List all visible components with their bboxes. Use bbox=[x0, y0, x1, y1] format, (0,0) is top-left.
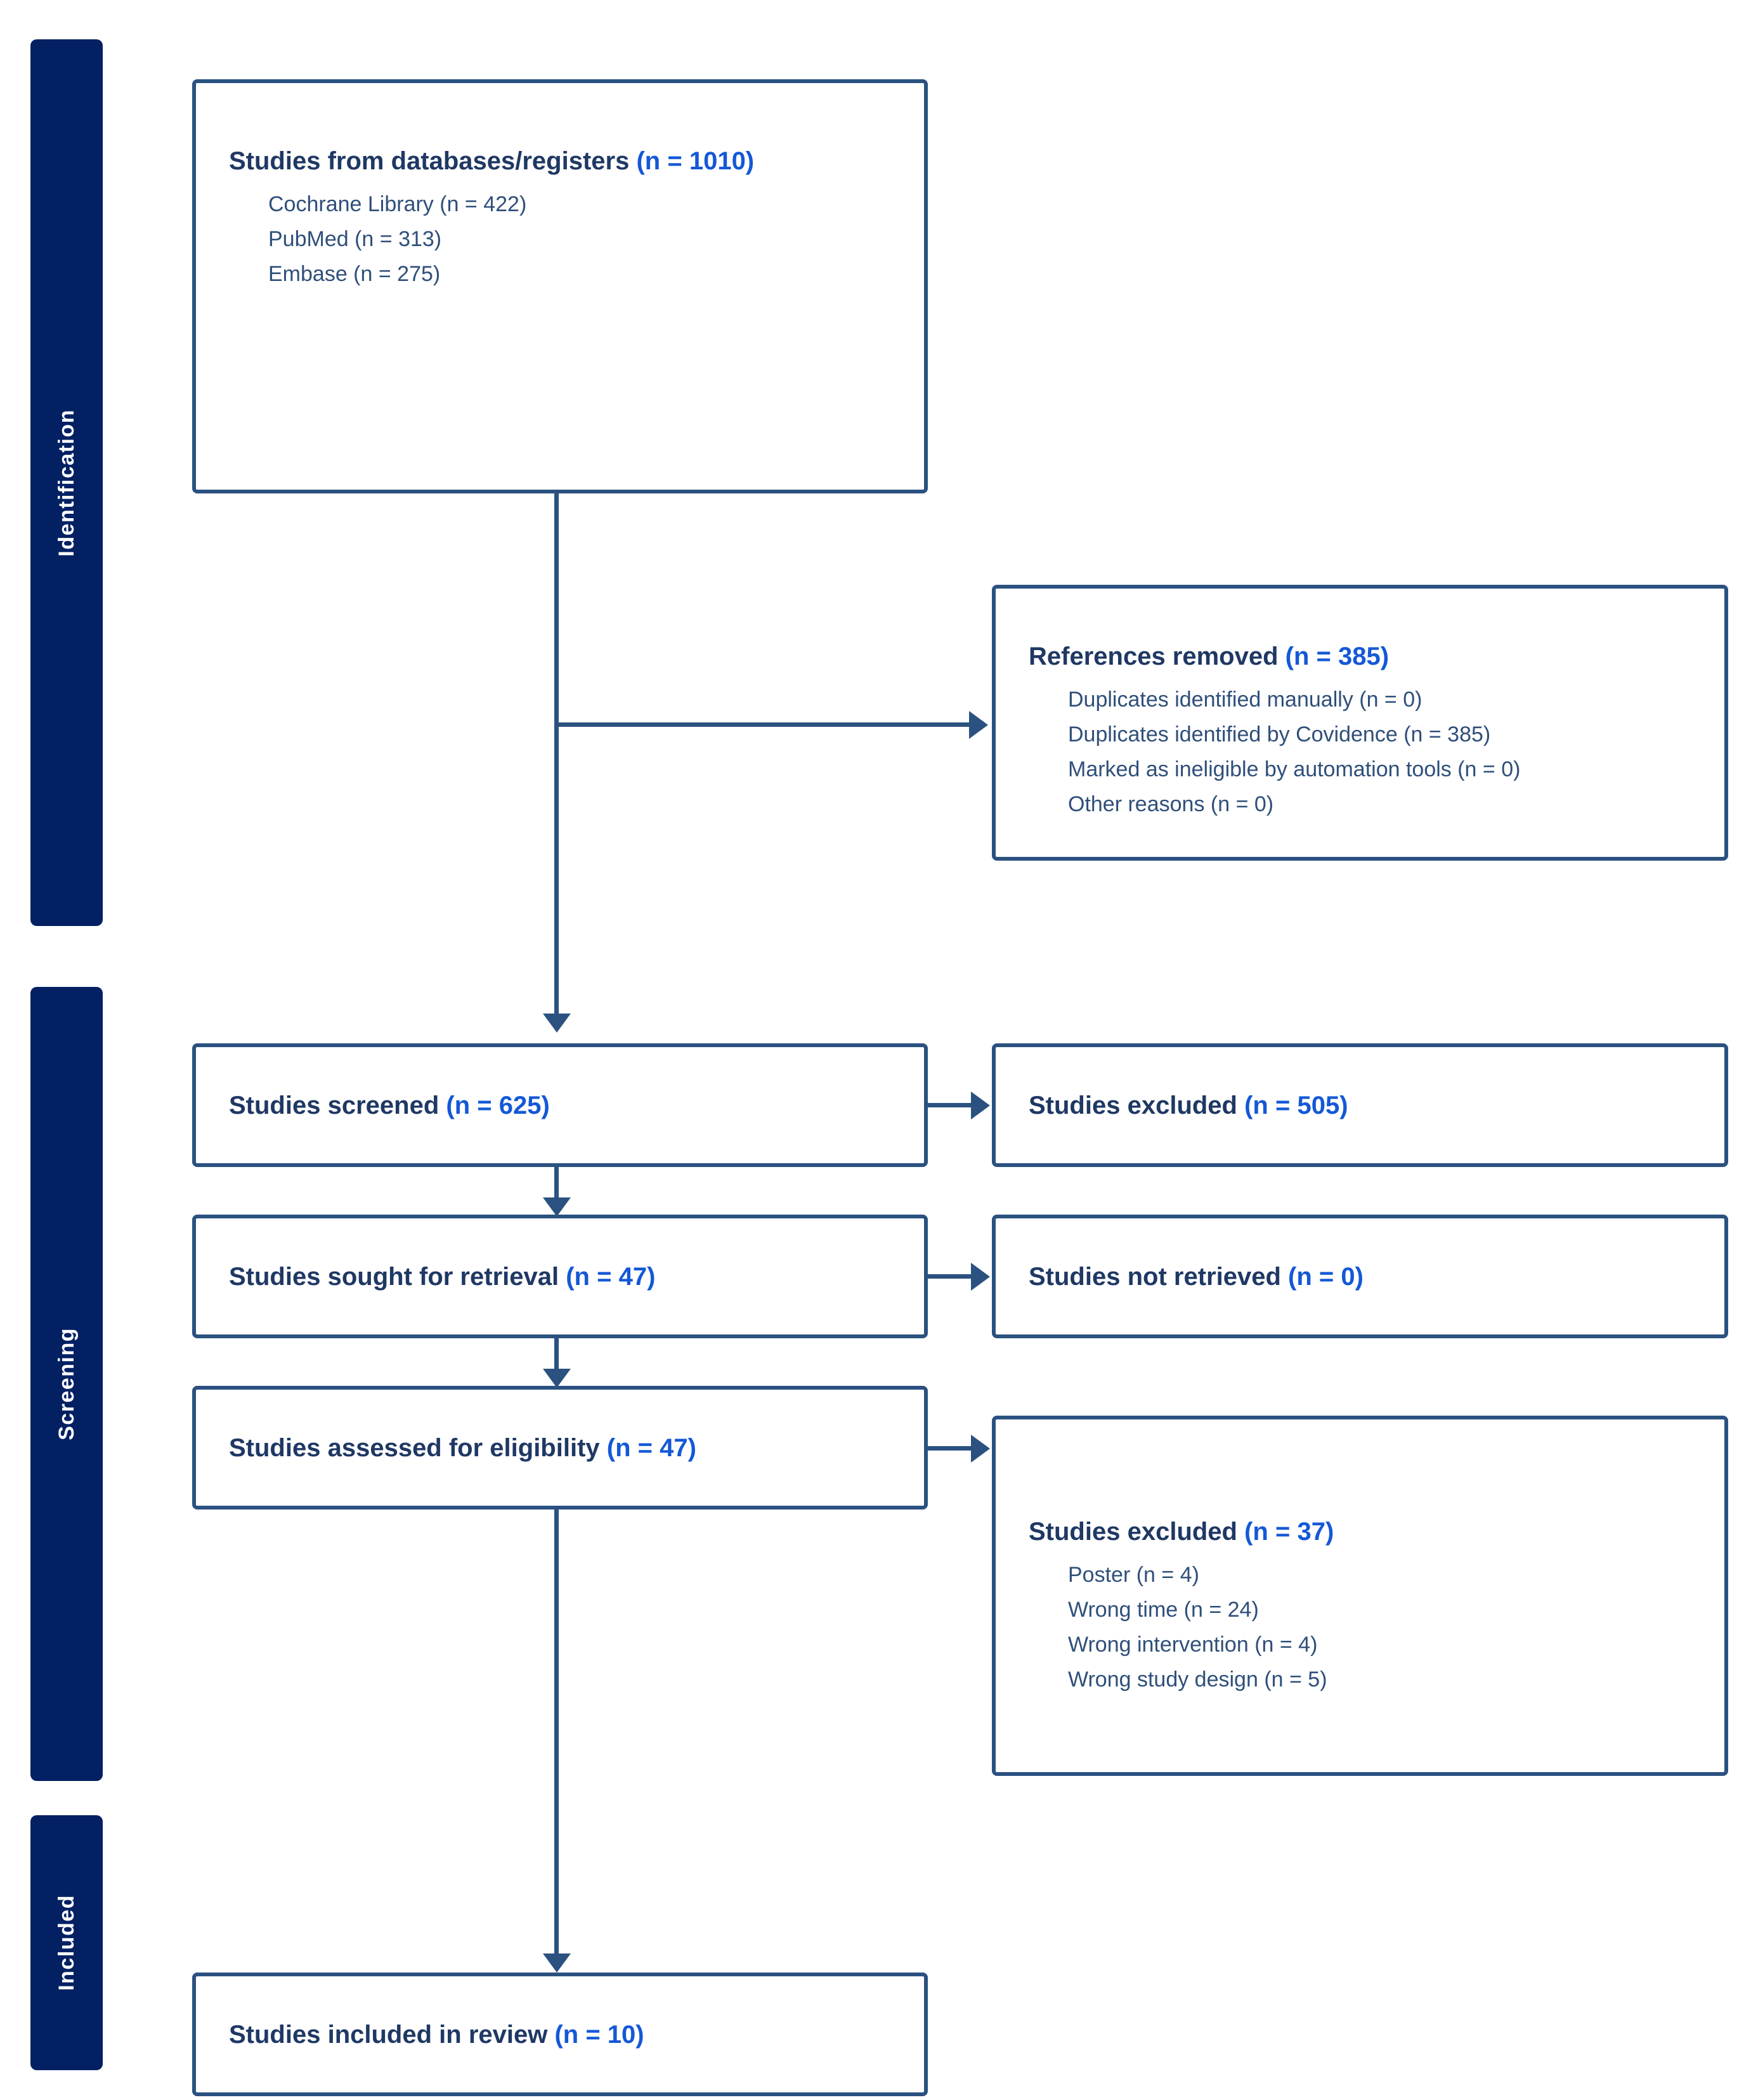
arrow-sought-to-not-retrieved bbox=[971, 1263, 990, 1291]
stage-label-included: Included bbox=[54, 1895, 79, 1991]
label-studies-excluded-eligibility: Studies excluded bbox=[1029, 1518, 1237, 1546]
arrow-databases-to-screened bbox=[543, 1014, 571, 1033]
box-title-assessed-for-eligibility: Studies assessed for eligibility (n = 47… bbox=[229, 1431, 891, 1465]
box-title-studies-excluded-eligibility: Studies excluded (n = 37) bbox=[1029, 1515, 1691, 1549]
box-studies-excluded-eligibility[interactable]: Studies excluded (n = 37) Poster (n = 4)… bbox=[992, 1416, 1728, 1776]
arrow-sought-to-assessed bbox=[543, 1369, 571, 1388]
list-item: PubMed (n = 313) bbox=[268, 227, 442, 252]
list-item: Wrong intervention (n = 4) bbox=[1068, 1633, 1318, 1657]
connector-assessed-to-included bbox=[554, 1510, 559, 1953]
list-item: Cochrane Library (n = 422) bbox=[268, 192, 527, 216]
list-item: Marked as ineligible by automation tools… bbox=[1068, 757, 1521, 782]
list-item: Duplicates identified by Covidence (n = … bbox=[1068, 722, 1491, 747]
connector-databases-down bbox=[554, 493, 559, 1014]
box-studies-screened[interactable]: Studies screened (n = 625) bbox=[192, 1043, 928, 1167]
label-included-in-review: Studies included in review bbox=[229, 2020, 548, 2049]
count-sought-for-retrieval: (n = 47) bbox=[566, 1262, 656, 1291]
count-studies-excluded-eligibility: (n = 37) bbox=[1244, 1518, 1334, 1546]
stage-label-identification: Identification bbox=[54, 408, 79, 557]
arrow-screened-to-excluded bbox=[971, 1092, 990, 1119]
arrow-screened-to-sought bbox=[543, 1197, 571, 1216]
box-sought-for-retrieval[interactable]: Studies sought for retrieval (n = 47) bbox=[192, 1215, 928, 1338]
connector-screened-to-sought bbox=[554, 1167, 559, 1197]
box-title-included-in-review: Studies included in review (n = 10) bbox=[229, 2018, 891, 2052]
connector-screened-to-excluded bbox=[928, 1103, 971, 1107]
list-item: Duplicates identified manually (n = 0) bbox=[1068, 688, 1422, 712]
box-studies-from-databases[interactable]: Studies from databases/registers (n = 10… bbox=[192, 79, 928, 493]
box-title-studies-from-databases: Studies from databases/registers (n = 10… bbox=[229, 144, 891, 178]
box-title-studies-screened: Studies screened (n = 625) bbox=[229, 1088, 891, 1123]
sublist-studies-excluded-eligibility: Poster (n = 4) Wrong time (n = 24) Wrong… bbox=[1029, 1558, 1691, 1697]
label-references-removed: References removed bbox=[1029, 642, 1279, 670]
box-included-in-review[interactable]: Studies included in review (n = 10) bbox=[192, 1973, 928, 2096]
box-title-studies-excluded-screening: Studies excluded (n = 505) bbox=[1029, 1088, 1691, 1123]
box-title-sought-for-retrieval: Studies sought for retrieval (n = 47) bbox=[229, 1260, 891, 1294]
list-item: Other reasons (n = 0) bbox=[1068, 792, 1274, 817]
count-studies-from-databases: (n = 1010) bbox=[636, 147, 755, 175]
arrow-assessed-to-excluded bbox=[971, 1435, 990, 1463]
count-assessed-for-eligibility: (n = 47) bbox=[606, 1433, 696, 1462]
stage-band-identification: Identification bbox=[30, 39, 103, 926]
arrow-to-references-removed bbox=[969, 711, 988, 739]
count-studies-excluded-screening: (n = 505) bbox=[1244, 1091, 1348, 1119]
label-studies-from-databases: Studies from databases/registers bbox=[229, 147, 630, 175]
stage-band-included: Included bbox=[30, 1815, 103, 2070]
label-assessed-for-eligibility: Studies assessed for eligibility bbox=[229, 1433, 600, 1462]
count-included-in-review: (n = 10) bbox=[554, 2020, 644, 2049]
count-studies-screened: (n = 625) bbox=[446, 1091, 550, 1119]
label-sought-for-retrieval: Studies sought for retrieval bbox=[229, 1262, 559, 1291]
arrow-assessed-to-included bbox=[543, 1953, 571, 1973]
connector-sought-to-not-retrieved bbox=[928, 1274, 971, 1279]
box-not-retrieved[interactable]: Studies not retrieved (n = 0) bbox=[992, 1215, 1728, 1338]
list-item: Wrong study design (n = 5) bbox=[1068, 1667, 1327, 1692]
list-item: Wrong time (n = 24) bbox=[1068, 1598, 1259, 1622]
stage-band-screening: Screening bbox=[30, 987, 103, 1781]
count-references-removed: (n = 385) bbox=[1285, 642, 1390, 670]
box-references-removed[interactable]: References removed (n = 385) Duplicates … bbox=[992, 585, 1728, 861]
connector-to-references-removed bbox=[557, 722, 969, 727]
connector-sought-to-assessed bbox=[554, 1338, 559, 1369]
box-title-not-retrieved: Studies not retrieved (n = 0) bbox=[1029, 1260, 1691, 1294]
box-assessed-for-eligibility[interactable]: Studies assessed for eligibility (n = 47… bbox=[192, 1386, 928, 1510]
connector-assessed-to-excluded bbox=[928, 1446, 971, 1451]
box-studies-excluded-screening[interactable]: Studies excluded (n = 505) bbox=[992, 1043, 1728, 1167]
label-studies-excluded-screening: Studies excluded bbox=[1029, 1091, 1237, 1119]
sublist-references-removed: Duplicates identified manually (n = 0) D… bbox=[1029, 682, 1691, 822]
list-item: Embase (n = 275) bbox=[268, 262, 441, 287]
sublist-studies-from-databases: Cochrane Library (n = 422) PubMed (n = 3… bbox=[229, 187, 891, 292]
list-item: Poster (n = 4) bbox=[1068, 1563, 1199, 1587]
stage-label-screening: Screening bbox=[54, 1327, 79, 1440]
label-studies-screened: Studies screened bbox=[229, 1091, 439, 1119]
label-not-retrieved: Studies not retrieved bbox=[1029, 1262, 1281, 1291]
box-title-references-removed: References removed (n = 385) bbox=[1029, 639, 1691, 674]
count-not-retrieved: (n = 0) bbox=[1288, 1262, 1364, 1291]
